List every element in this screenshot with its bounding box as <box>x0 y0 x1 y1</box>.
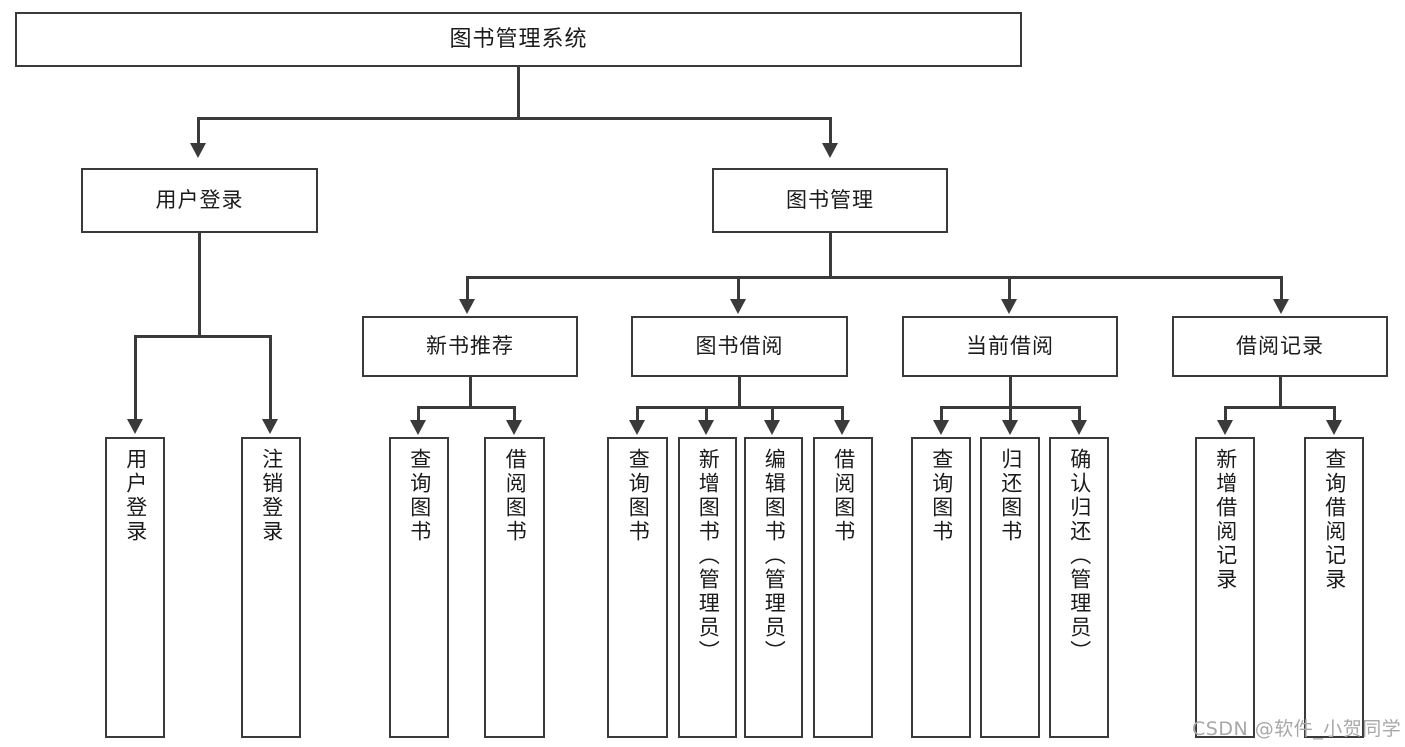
arrow-to-leaf-query-book-2 <box>629 420 645 435</box>
node-label: 用户登录 <box>123 448 148 544</box>
node-new-book-recommend[interactable]: 新书推荐 <box>362 316 578 377</box>
edge-bb-to-leaf-1 <box>636 406 639 422</box>
node-user-login[interactable]: 用户登录 <box>81 168 318 233</box>
csdn-watermark: CSDN @软件_小贺同学 <box>1192 718 1402 740</box>
node-label: 借阅记录 <box>1236 334 1324 359</box>
edge-user-login-stem <box>198 233 201 337</box>
node-leaf-add-book[interactable]: 新增图书（管理员） <box>678 437 737 738</box>
node-leaf-add-record[interactable]: 新增借阅记录 <box>1195 437 1255 738</box>
arrow-to-current-borrow <box>1001 299 1017 314</box>
edge-bm-to-current-borrow <box>1008 276 1011 302</box>
node-book-management[interactable]: 图书管理 <box>712 168 948 233</box>
edge-cb-to-leaf-3 <box>1078 406 1081 422</box>
arrow-to-leaf-confirm-return <box>1071 420 1087 435</box>
edge-cb-to-leaf-2 <box>1009 406 1012 422</box>
node-book-management-system[interactable]: 图书管理系统 <box>15 12 1022 67</box>
node-leaf-query-record[interactable]: 查询借阅记录 <box>1304 437 1364 738</box>
node-borrow-record[interactable]: 借阅记录 <box>1172 316 1388 377</box>
node-label: 新增图书（管理员） <box>696 448 721 664</box>
node-leaf-query-book-2[interactable]: 查询图书 <box>607 437 668 738</box>
node-label: 确认归还（管理员） <box>1067 448 1092 664</box>
node-leaf-user-login[interactable]: 用户登录 <box>105 437 165 738</box>
node-leaf-borrow-book-1[interactable]: 借阅图书 <box>484 437 545 738</box>
node-leaf-query-book-1[interactable]: 查询图书 <box>389 437 449 738</box>
node-label: 图书管理 <box>786 188 874 213</box>
arrow-to-leaf-add-record <box>1217 420 1233 435</box>
edge-nbr-to-leaf-1 <box>417 406 420 422</box>
node-label: 注销登录 <box>259 448 284 544</box>
node-leaf-edit-book[interactable]: 编辑图书（管理员） <box>744 437 803 738</box>
node-leaf-confirm-return[interactable]: 确认归还（管理员） <box>1049 437 1109 738</box>
arrow-to-leaf-add-book <box>698 420 714 435</box>
node-label: 编辑图书（管理员） <box>762 448 787 664</box>
edge-bb-to-leaf-2 <box>705 406 708 422</box>
edge-new-book-recommend-stem <box>469 377 472 408</box>
edge-book-borrow-fanbar <box>636 406 843 409</box>
arrow-to-book-borrow <box>730 299 746 314</box>
edge-nbr-to-leaf-2 <box>513 406 516 422</box>
edge-root-to-user-login <box>197 117 200 145</box>
node-label: 借阅图书 <box>831 448 856 544</box>
node-book-borrow[interactable]: 图书借阅 <box>631 316 848 377</box>
node-label: 查询图书 <box>626 448 651 544</box>
node-leaf-return-book[interactable]: 归还图书 <box>980 437 1040 738</box>
node-current-borrow[interactable]: 当前借阅 <box>902 316 1118 377</box>
edge-book-borrow-stem <box>738 377 741 408</box>
node-label: 用户登录 <box>155 188 244 213</box>
node-label: 归还图书 <box>998 448 1023 544</box>
edge-new-book-recommend-fanbar <box>417 406 516 409</box>
edge-borrow-record-stem <box>1279 377 1282 408</box>
edge-bm-to-new-book-recommend <box>466 276 469 302</box>
arrow-to-leaf-query-book-1 <box>410 420 426 435</box>
node-label: 新增借阅记录 <box>1213 448 1238 592</box>
edge-root-to-book-management <box>829 117 832 145</box>
arrow-to-user-login <box>190 143 206 158</box>
arrow-to-new-book-recommend <box>459 299 475 314</box>
edge-root-fanbar <box>197 117 831 120</box>
arrow-to-leaf-query-book-3 <box>933 420 949 435</box>
edge-user-login-to-leaf-2 <box>269 335 272 421</box>
edge-cb-to-leaf-1 <box>940 406 943 422</box>
arrow-to-leaf-user-login <box>127 419 143 434</box>
edge-bm-to-book-borrow <box>737 276 740 302</box>
node-leaf-logout-login[interactable]: 注销登录 <box>241 437 301 738</box>
node-label: 借阅图书 <box>503 448 528 544</box>
node-label: 查询借阅记录 <box>1322 448 1347 592</box>
edge-current-borrow-stem <box>1009 377 1012 408</box>
edge-bb-to-leaf-3 <box>771 406 774 422</box>
edge-bm-to-borrow-record <box>1280 276 1283 302</box>
edge-book-management-fanbar <box>466 276 1283 279</box>
edge-br-to-leaf-1 <box>1224 406 1227 422</box>
arrow-to-leaf-edit-book <box>764 420 780 435</box>
edge-book-management-stem <box>829 233 832 278</box>
node-label: 新书推荐 <box>426 334 514 359</box>
arrow-to-leaf-logout-login <box>262 419 278 434</box>
arrow-to-borrow-record <box>1273 299 1289 314</box>
node-label: 图书管理系统 <box>449 26 588 52</box>
node-label: 查询图书 <box>407 448 432 544</box>
arrow-to-leaf-return-book <box>1002 420 1018 435</box>
edge-br-to-leaf-2 <box>1333 406 1336 422</box>
arrow-to-book-management <box>822 143 838 158</box>
node-label: 图书借阅 <box>695 334 784 359</box>
edge-bb-to-leaf-4 <box>841 406 844 422</box>
node-leaf-borrow-book-2[interactable]: 借阅图书 <box>813 437 873 738</box>
node-label: 当前借阅 <box>966 334 1054 359</box>
arrow-to-leaf-query-record <box>1326 420 1342 435</box>
edge-borrow-record-fanbar <box>1224 406 1335 409</box>
arrow-to-leaf-borrow-book-2 <box>834 420 850 435</box>
node-leaf-query-book-3[interactable]: 查询图书 <box>911 437 971 738</box>
node-label: 查询图书 <box>929 448 954 544</box>
edge-user-login-fanbar <box>134 335 272 338</box>
arrow-to-leaf-borrow-book-1 <box>506 420 522 435</box>
edge-root-stem <box>517 67 520 119</box>
edge-user-login-to-leaf-1 <box>134 335 137 421</box>
